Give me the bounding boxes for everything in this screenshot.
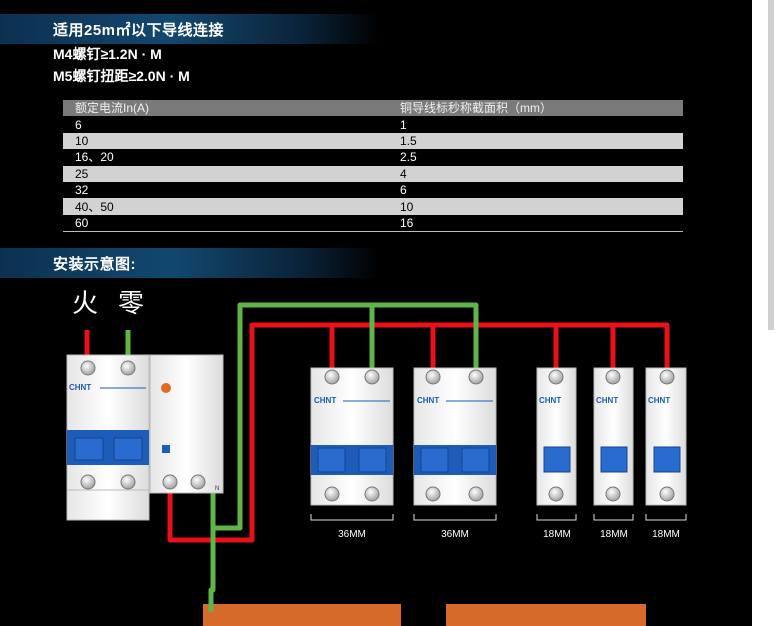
branch-breaker-1p-3: CHNT xyxy=(645,367,687,506)
test-button xyxy=(161,383,171,393)
leakage-module: N xyxy=(149,354,224,494)
cell-section: 2.5 xyxy=(388,149,683,166)
cell-current: 40、50 xyxy=(63,198,388,215)
branch-breaker-1p-1: CHNT xyxy=(536,367,577,506)
branch-breaker-2p-2: CHNT xyxy=(413,367,497,506)
dimension-lines xyxy=(310,514,687,521)
cell-section: 16 xyxy=(388,214,683,233)
brand-logo: CHNT xyxy=(596,396,618,405)
width-label: 36MM xyxy=(441,529,469,540)
m5-torque-text: M5螺钉扭距≥2.0N · M xyxy=(53,68,190,84)
neutral-bus-wire xyxy=(210,302,479,531)
main-breaker: CHNT xyxy=(66,354,150,521)
busbar-left xyxy=(203,604,401,626)
cell-section: 10 xyxy=(388,198,683,215)
width-label: 36MM xyxy=(338,529,366,540)
cell-current: 16、20 xyxy=(63,149,388,166)
header-wire-section: 铜导线标秒称截面积（mm） xyxy=(388,100,683,117)
n-terminal-label: N xyxy=(215,486,219,492)
product-image: 适用25m㎡以下导线连接 M4螺钉≥1.2N · M M5螺钉扭距≥2.0N ·… xyxy=(0,0,752,626)
width-label: 18MM xyxy=(652,529,680,540)
wiring-section-title: 适用25m㎡以下导线连接 xyxy=(53,22,225,39)
cell-current: 60 xyxy=(63,214,388,233)
m4-torque-text: M4螺钉≥1.2N · M xyxy=(53,46,162,62)
brand-logo: CHNT xyxy=(69,383,91,392)
table-header-row: 额定电流In(A) 铜导线标秒称截面积（mm） xyxy=(63,100,683,117)
width-label: 18MM xyxy=(543,529,571,540)
busbar-right xyxy=(446,604,646,626)
wiring-section-banner: 适用25m㎡以下导线连接 xyxy=(0,14,380,44)
live-bus-wire xyxy=(167,322,670,543)
width-label: 18MM xyxy=(600,529,628,540)
cell-current: 32 xyxy=(63,181,388,199)
cell-section: 6 xyxy=(388,181,683,199)
branch-breaker-1p-2: CHNT xyxy=(593,367,634,506)
cell-current: 25 xyxy=(63,165,388,182)
page-scrollbar[interactable] xyxy=(768,0,774,330)
install-section-title: 安装示意图: xyxy=(53,256,136,273)
brand-logo: CHNT xyxy=(539,396,561,405)
brand-logo: CHNT xyxy=(314,396,336,405)
cell-current: 10 xyxy=(63,132,388,150)
dimension-labels: 36MM 36MM 18MM 18MM 18MM xyxy=(338,529,680,540)
live-label: 火 xyxy=(72,289,98,319)
branch-breaker-2p-1: CHNT xyxy=(310,367,394,506)
brand-logo: CHNT xyxy=(417,396,439,405)
cell-section: 4 xyxy=(388,165,683,182)
neutral-label: 零 xyxy=(118,289,144,319)
brand-logo: CHNT xyxy=(648,396,670,405)
wires xyxy=(84,302,670,612)
install-section-banner: 安装示意图: xyxy=(0,248,380,278)
wiring-diagram: 火 零 CHNT xyxy=(66,289,687,626)
header-rated-current: 额定电流In(A) xyxy=(63,100,388,117)
neutral-to-busbar-wire xyxy=(208,528,216,612)
cell-section: 1 xyxy=(388,116,683,133)
cell-current: 6 xyxy=(63,116,388,133)
cell-section: 1.5 xyxy=(388,132,683,150)
